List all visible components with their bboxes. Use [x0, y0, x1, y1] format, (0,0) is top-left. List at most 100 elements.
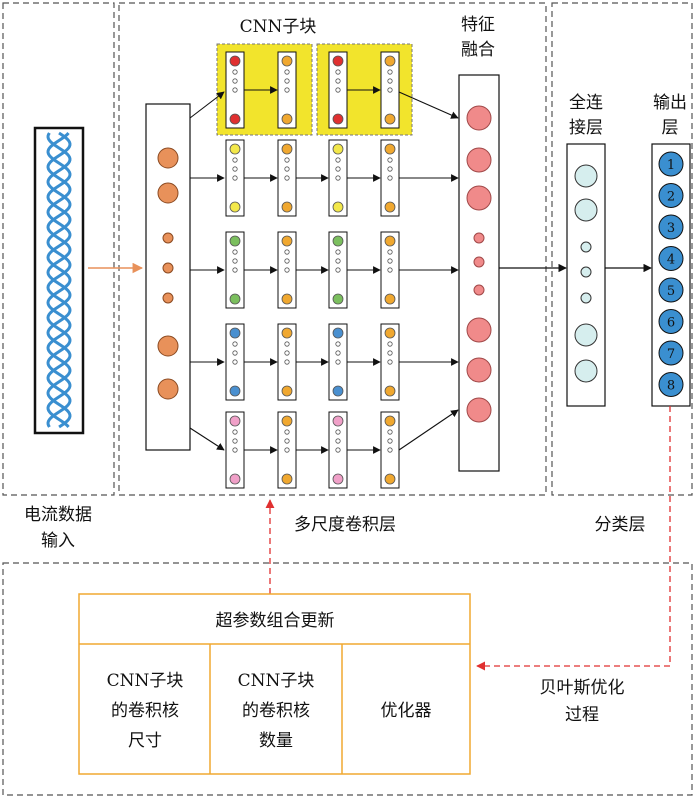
- output-label-line2: 层: [662, 118, 679, 138]
- cell-kernel-count-line2: 的卷积核: [242, 701, 310, 721]
- cell-kernel-count-line3: 数量: [259, 731, 293, 751]
- output-node: [658, 277, 684, 303]
- kernel-mid-node: [335, 69, 341, 75]
- kernel-mid-node: [232, 267, 238, 273]
- multiscale-section-frame: [118, 2, 547, 496]
- output-class-label: 8: [667, 379, 675, 394]
- kernel-mid-node: [387, 359, 393, 365]
- kernel-mid-node: [335, 438, 341, 444]
- kernel-mid-node: [284, 69, 290, 75]
- output-node: [658, 214, 684, 240]
- kernel-end-node: [332, 113, 344, 125]
- kernel-mid-node: [387, 249, 393, 255]
- kernel-mid-node: [284, 175, 290, 181]
- kernel-mid-node: [335, 258, 341, 264]
- kernel-end-node: [281, 293, 293, 305]
- cell-kernel-size-line3: 尺寸: [128, 731, 162, 751]
- kernel-mid-node: [335, 78, 341, 84]
- output-node: [658, 151, 684, 177]
- input-node: [162, 232, 174, 244]
- kernel-mid-node: [335, 350, 341, 356]
- fc-node: [580, 266, 592, 278]
- kernel-end-node: [332, 327, 344, 339]
- output-class-label: 4: [667, 253, 675, 268]
- kernel-mid-node: [232, 175, 238, 181]
- kernel-mid-node: [284, 438, 290, 444]
- fusion-node: [466, 357, 492, 383]
- fusion-label-line1: 特征: [461, 15, 495, 35]
- kernel-mid-node: [232, 87, 238, 93]
- kernel-end-node: [384, 201, 396, 213]
- hyperparam-title: 超参数组合更新: [216, 611, 335, 631]
- kernel-mid-node: [335, 157, 341, 163]
- kernel-mid-node: [387, 350, 393, 356]
- output-node: [658, 183, 684, 208]
- output-class-label: 5: [667, 284, 675, 299]
- kernel-end-node: [281, 113, 293, 125]
- input-node: [157, 335, 179, 357]
- kernel-end-node: [281, 201, 293, 213]
- kernel-mid-node: [387, 258, 393, 264]
- output-node: [658, 309, 684, 334]
- fc-label-line2: 接层: [569, 118, 603, 138]
- kernel-end-node: [281, 55, 293, 67]
- kernel-end-node: [332, 293, 344, 305]
- kernel-end-node: [384, 415, 396, 427]
- kernel-mid-node: [387, 429, 393, 435]
- kernel-mid-node: [284, 166, 290, 172]
- kernel-mid-node: [232, 350, 238, 356]
- input-node: [162, 292, 174, 304]
- to-fusion-arrow: [398, 91, 459, 119]
- kernel-mid-node: [232, 341, 238, 347]
- kernel-end-node: [229, 385, 241, 397]
- fc-node: [574, 198, 598, 222]
- kernel-end-node: [229, 113, 241, 125]
- kernel-end-node: [332, 415, 344, 427]
- bayes-label-line2: 过程: [565, 705, 599, 725]
- output-class-label: 2: [667, 190, 675, 205]
- kernel-mid-node: [335, 166, 341, 172]
- input-node: [157, 147, 179, 169]
- fusion-node: [473, 256, 485, 268]
- kernel-mid-node: [232, 69, 238, 75]
- kernel-mid-node: [232, 157, 238, 163]
- fc-node: [574, 359, 598, 383]
- kernel-end-node: [384, 293, 396, 305]
- kernel-end-node: [229, 201, 241, 213]
- kernel-end-node: [281, 385, 293, 397]
- kernel-mid-node: [387, 341, 393, 347]
- kernel-mid-node: [232, 447, 238, 453]
- kernel-end-node: [384, 143, 396, 155]
- kernel-mid-node: [387, 447, 393, 453]
- branch-arrows: [189, 91, 459, 451]
- input-node: [157, 378, 179, 400]
- output-class-label: 6: [667, 316, 675, 331]
- input-layer-nodes: [157, 147, 179, 400]
- kernel-mid-node: [387, 69, 393, 75]
- output-node: [658, 372, 684, 397]
- kernel-mid-node: [284, 359, 290, 365]
- fusion-label-line2: 融合: [461, 40, 495, 60]
- cell-optimizer: 优化器: [381, 701, 432, 721]
- kernel-end-node: [229, 293, 241, 305]
- kernel-end-node: [332, 385, 344, 397]
- kernel-mid-node: [284, 249, 290, 255]
- kernel-mid-node: [232, 438, 238, 444]
- kernel-end-node: [384, 385, 396, 397]
- kernel-end-node: [281, 143, 293, 155]
- kernel-mid-node: [387, 78, 393, 84]
- kernel-mid-node: [335, 341, 341, 347]
- cell-kernel-size-line1: CNN子块: [107, 671, 184, 691]
- kernel-mid-node: [335, 359, 341, 365]
- kernel-end-node: [229, 55, 241, 67]
- fusion-node: [466, 317, 492, 343]
- fusion-node: [466, 397, 492, 423]
- kernel-mid-node: [387, 157, 393, 163]
- kernel-mid-node: [232, 78, 238, 84]
- kernel-mid-node: [335, 447, 341, 453]
- kernel-mid-node: [232, 429, 238, 435]
- kernel-mid-node: [387, 87, 393, 93]
- kernel-end-node: [332, 201, 344, 213]
